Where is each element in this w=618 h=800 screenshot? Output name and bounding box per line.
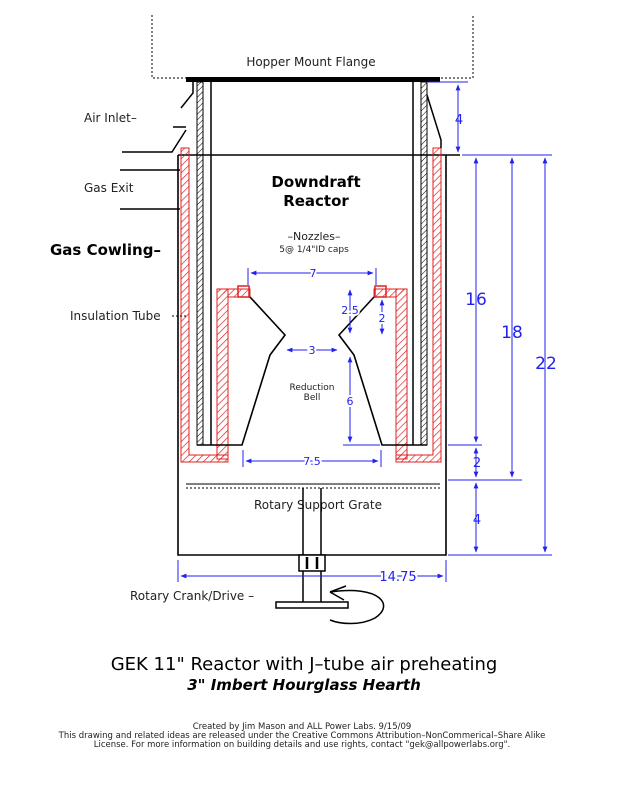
nozzles-sub-label: 5@ 1/4"ID caps bbox=[279, 245, 349, 255]
insulation-tube-left bbox=[180, 147, 251, 463]
nozzle-cap-right bbox=[374, 285, 387, 298]
reduction-label-line1: Reduction bbox=[290, 383, 335, 393]
dim-2-5: 2.5 bbox=[341, 304, 359, 317]
dim-4-top: 4 bbox=[455, 113, 463, 128]
dim-18: 18 bbox=[501, 323, 523, 343]
dim-7: 7 bbox=[310, 267, 317, 280]
crank-label: Rotary Crank/Drive – bbox=[130, 589, 254, 603]
dim-22: 22 bbox=[535, 354, 557, 374]
insulation-tube-right bbox=[373, 147, 442, 463]
credits-line3: License. For more information on buildin… bbox=[94, 740, 511, 750]
hopper-flange bbox=[151, 15, 474, 82]
diagram-title: GEK 11" Reactor with J–tube air preheati… bbox=[111, 654, 498, 675]
gas-exit-pipe bbox=[120, 169, 180, 210]
dim-2-right: 2 bbox=[473, 456, 481, 471]
hopper-flange-label: Hopper Mount Flange bbox=[246, 55, 375, 69]
credits-line2: This drawing and related ideas are relea… bbox=[58, 731, 546, 741]
diagram-subtitle: 3" Imbert Hourglass Hearth bbox=[187, 676, 421, 694]
insulation-tube-label: Insulation Tube bbox=[70, 309, 161, 323]
nozzle-cap-left bbox=[237, 285, 250, 298]
air-inlet-pipe bbox=[122, 82, 194, 153]
dim-14-75: 14.75 bbox=[379, 570, 416, 585]
reduction-label-line2: Bell bbox=[304, 393, 321, 403]
grate-label: Rotary Support Grate bbox=[254, 498, 382, 512]
dim-6: 6 bbox=[347, 395, 354, 408]
dim-7-5: 7.5 bbox=[303, 455, 321, 468]
credits-line1: Created by Jim Mason and ALL Power Labs.… bbox=[193, 722, 412, 732]
dim-2-nozzle: 2 bbox=[379, 312, 386, 325]
dimension-lines bbox=[177, 81, 552, 582]
downdraft-label-line1: Downdraft bbox=[271, 173, 360, 191]
j-tube-left bbox=[196, 81, 212, 446]
gas-exit-label: Gas Exit bbox=[84, 181, 134, 195]
j-tube-right bbox=[412, 81, 442, 446]
nozzles-label: –Nozzles– bbox=[287, 230, 340, 243]
air-inlet-label: Air Inlet– bbox=[84, 111, 137, 125]
dim-16: 16 bbox=[465, 290, 487, 310]
rotary-shaft bbox=[275, 488, 349, 609]
downdraft-label-line2: Reactor bbox=[283, 192, 349, 210]
crank-rotation-arrow bbox=[329, 585, 385, 625]
dim-3: 3 bbox=[309, 344, 316, 357]
gas-cowling-label: Gas Cowling– bbox=[50, 241, 161, 259]
rotary-grate bbox=[186, 483, 440, 489]
dim-4-bottom: 4 bbox=[473, 513, 481, 528]
